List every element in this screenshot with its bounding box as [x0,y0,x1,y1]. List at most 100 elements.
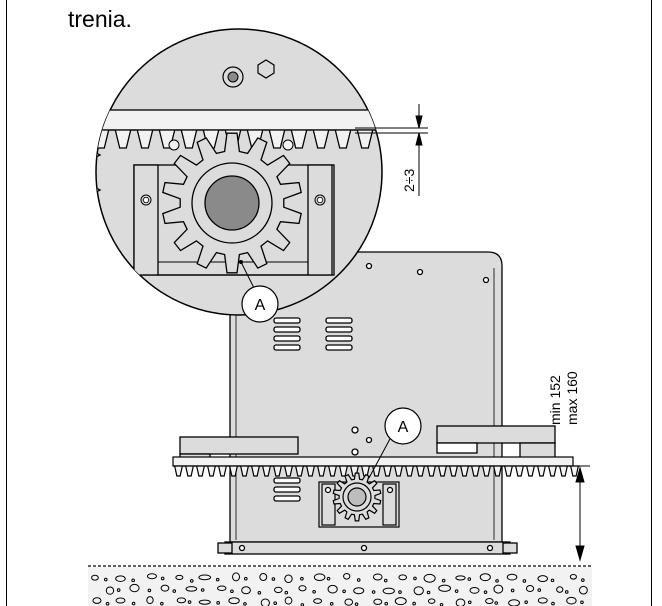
gravel-pebble [189,579,194,583]
gravel-stone [455,575,466,581]
gravel-pebble [271,577,276,581]
callout-label-detail: A [255,297,266,314]
gravel-pebble [595,590,598,593]
gravel-stone [566,596,577,605]
gravel-pebble [467,600,472,605]
motor-base-plate [224,541,511,555]
gravel-pebble [273,601,278,606]
gravel-stone [232,572,241,582]
gravel-pebble [383,578,388,583]
gravel-stone [176,597,187,604]
gravel-stone [469,586,480,594]
gravel-pebble [131,601,136,606]
gravel-pebble [131,578,135,583]
bracket-left [179,436,299,455]
gravel-stone [284,574,293,584]
gravel-pebble [215,577,220,582]
bolt-icon [238,544,246,552]
gravel-pebble [147,588,152,593]
gravel-pebble [105,601,110,606]
rack-teeth [173,465,580,477]
gravel-stone [343,572,351,580]
gravel-pebble [494,601,499,605]
gravel-stone [105,586,115,595]
gravel-stone [455,598,466,606]
gravel-stone [344,598,354,606]
gravel-pebble [300,576,304,581]
gravel-pebble [326,576,331,581]
gravel-stone [353,587,365,595]
gravel-pebble [160,601,164,606]
detail-rack-teeth [96,129,382,149]
gravel-stone [259,572,268,582]
gravel-pebble [116,588,121,592]
gravel-stone [479,573,491,582]
gravel-pebble [200,588,205,592]
gravel-pebble [384,601,389,606]
gravel-stone [129,583,140,593]
detail-rack-bar [96,109,382,131]
gravel-stone [508,599,521,606]
gravel-pebble [329,602,334,606]
gravel-pebble [230,589,234,594]
height-dimension [500,465,590,562]
gravel-pebble [581,578,585,582]
dimension-gap: 2÷3 [401,169,417,192]
callout-label-main: A [398,419,409,436]
gravel-pebble [284,590,289,595]
bolt-icon [360,544,368,552]
figure-frame [6,0,652,606]
gravel-pebble [495,579,499,583]
gravel-pebble [522,579,527,583]
gravel-stone [273,586,283,594]
gravel-pebble [354,602,359,606]
vent-slots-left [273,317,301,502]
gravel-pebble [454,589,459,593]
gravel-pebble [537,588,542,592]
gravel-stone [438,584,452,592]
gravel-stone [198,574,212,581]
bolt-icon [365,436,373,444]
gravel-pebble [103,577,108,582]
gravel-pebble [216,601,220,605]
gravel-ground-icon [88,565,598,606]
gravel-stone [313,573,326,582]
gravel-stone [506,573,518,581]
gravel-stone [372,573,383,581]
gravel-stone [578,585,588,595]
dimension-max: max 160 [564,371,580,425]
gravel-pebble [483,590,488,594]
housing-screws [238,262,494,552]
callout-main: A [368,407,422,479]
gravel-stone [373,598,383,605]
gravel-pebble [580,600,584,605]
gravel-pebble [398,590,402,594]
gravel-pebble [441,578,446,583]
gravel-stone [556,586,564,593]
bracket-right [436,425,556,444]
gravel-stone [228,597,240,605]
gravel-pebble [439,602,444,606]
gravel-stone [146,596,154,605]
gravel-stone [382,587,395,595]
gravel-stone [260,598,270,606]
rack-bar [172,456,574,467]
gravel-pebble [172,589,177,593]
gravel-pebble [551,601,555,606]
bolt-icon [486,544,494,552]
gravel-pebble [187,600,192,604]
gravel-pebble [413,576,417,581]
gravel-pebble [257,590,262,595]
gravel-stone [394,597,407,606]
gravel-stone [241,586,251,595]
gravel-pebble [160,576,165,581]
gravel-stone [217,585,227,591]
gravel-stone [146,573,157,580]
gravel-pebble [243,576,248,581]
gravel-stone [298,585,307,592]
gravel-pebble [564,590,569,594]
gravel-stone [525,584,535,593]
gravel-stone [198,599,211,605]
hex-nut-icon [257,59,275,79]
